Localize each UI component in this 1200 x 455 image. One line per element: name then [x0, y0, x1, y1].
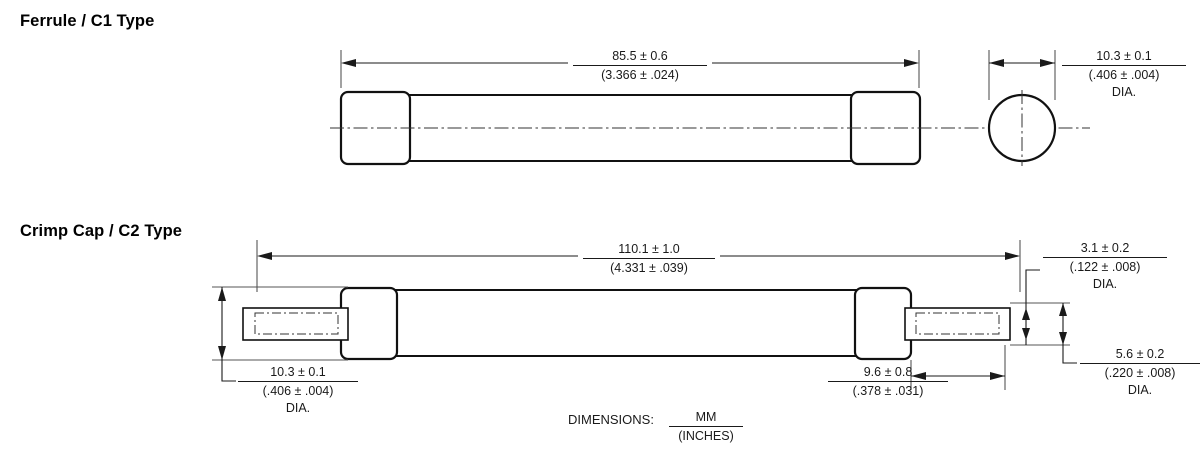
ferrule-length-arrow-right: [904, 59, 919, 67]
section-title-ferrule: Ferrule / C1 Type: [20, 12, 155, 30]
dimensions-legend-unit-top: MM: [696, 410, 717, 424]
crimp-lead-dia-note-text: DIA.: [1093, 277, 1117, 291]
ferrule-length-mm-text: 85.5 ± 0.6: [612, 49, 668, 63]
crimp-cap-length-inch-text: (.378 ± .031): [853, 384, 924, 398]
crimp-lead-dia-mm-text: 3.1 ± 0.2: [1081, 241, 1130, 255]
ferrule-diameter-mm-text: 10.3 ± 0.1: [1096, 49, 1152, 63]
crimp-body-dia-arrow-bottom: [218, 346, 226, 360]
crimp-body-dia-mm-text: 10.3 ± 0.1: [270, 365, 326, 379]
ferrule-diameter-arrow-right: [1040, 59, 1055, 67]
crimp-lead-wire-left-hidden-detail: [254, 312, 339, 335]
crimp-cap-dia-arrow-top: [1059, 303, 1067, 316]
crimp-length-inch-text: (4.331 ± .039): [610, 261, 688, 275]
crimp-body-dia-inch-text: (.406 ± .004): [263, 384, 334, 398]
crimp-cap-length-arrow-right: [990, 372, 1005, 380]
crimp-lead-dia-inch-text: (.122 ± .008): [1070, 260, 1141, 274]
ferrule-diameter-note-text: DIA.: [1112, 85, 1136, 99]
section-title-crimp: Crimp Cap / C2 Type: [20, 222, 183, 240]
crimp-cap-dia-inch-text: (.220 ± .008): [1105, 366, 1176, 380]
crimp-cap-dia-mm-text: 5.6 ± 0.2: [1116, 347, 1165, 361]
crimp-lead-dia-arrow-top: [1022, 308, 1030, 320]
ferrule-end-cap-right: [849, 90, 922, 166]
crimp-cap-length-mm-text: 9.6 ± 0.8: [864, 365, 913, 379]
crimp-length-mm-text: 110.1 ± 1.0: [618, 242, 680, 256]
crimp-lead-dia-arrow-bottom: [1022, 328, 1030, 340]
crimp-body-dia-arrow-top: [218, 287, 226, 301]
dimensions-legend: DIMENSIONS: MM (INCHES): [568, 410, 743, 443]
crimp-lead-dia-leader: [1025, 269, 1040, 303]
crimp-body-tube: [374, 289, 866, 357]
crimp-body-dia-leader: [221, 360, 236, 382]
crimp-length-arrow-right: [1005, 252, 1020, 260]
crimp-cap-dia-arrow-bottom: [1059, 332, 1067, 345]
crimp-cap-drawing-group: 110.1 ± 1.0 (4.331 ± .039) 3.1 ±: [212, 240, 1200, 415]
crimp-length-arrow-left: [257, 252, 272, 260]
crimp-cap-dia-note-text: DIA.: [1128, 383, 1152, 397]
ferrule-drawing-group: 85.5 ± 0.6 (3.366 ± .024) 10.3 ± 0.1: [330, 49, 1186, 166]
ferrule-diameter-arrow-left: [989, 59, 1004, 67]
ferrule-end-view-circle: [987, 93, 1057, 163]
crimp-body-dia-note-text: DIA.: [286, 401, 310, 415]
ferrule-diameter-inch-text: (.406 ± .004): [1089, 68, 1160, 82]
crimp-end-cap-right: [853, 286, 913, 361]
crimp-cap-length-arrow-left: [911, 372, 926, 380]
crimp-end-cap-left: [339, 286, 399, 361]
ferrule-length-arrow-left: [341, 59, 356, 67]
crimp-cap-dia-leader: [1062, 345, 1077, 364]
ferrule-length-inch-text: (3.366 ± .024): [601, 68, 679, 82]
dimensions-legend-unit-bottom: (INCHES): [678, 429, 734, 443]
ferrule-end-cap-left: [339, 90, 412, 166]
dimensions-legend-label: DIMENSIONS:: [568, 412, 654, 427]
crimp-lead-wire-right-hidden-detail: [915, 312, 1000, 335]
